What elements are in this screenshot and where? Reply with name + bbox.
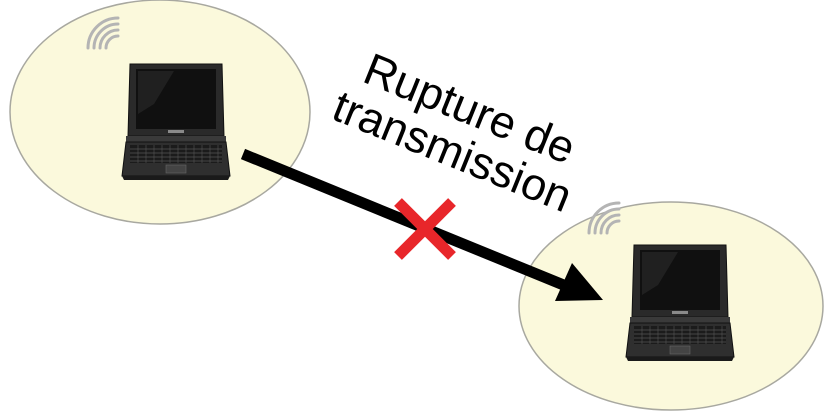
caption: Rupture de transmission: [326, 43, 583, 222]
red-x-cross-icon: [394, 198, 456, 260]
left-laptop-icon: [121, 63, 231, 181]
right-laptop-icon: [625, 244, 735, 362]
transmission-arrow-icon: [240, 148, 603, 301]
